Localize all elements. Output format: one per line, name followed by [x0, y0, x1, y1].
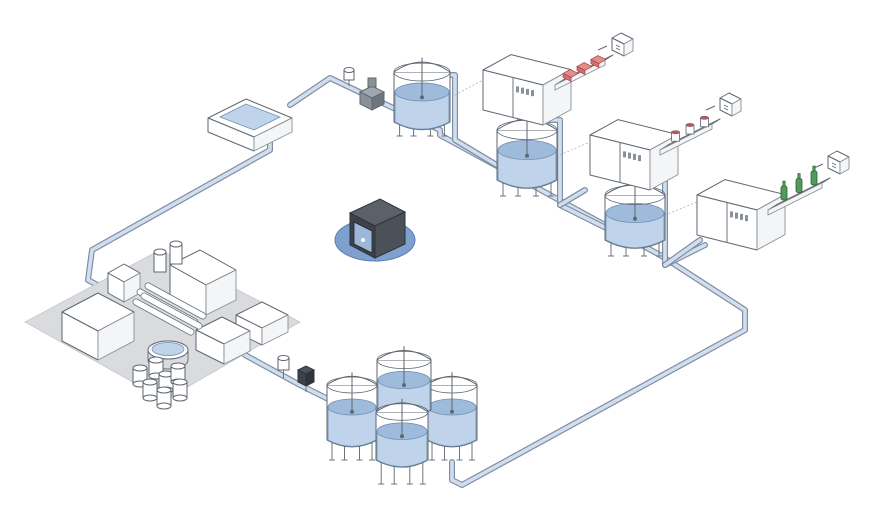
barrel	[156, 386, 172, 410]
storage-tank-d	[426, 372, 478, 461]
storage-tank-a	[326, 372, 378, 461]
pipe-segment-fill	[558, 188, 587, 207]
shipping-box-2	[705, 92, 742, 117]
pipe-segment-fill	[243, 353, 332, 402]
arrow-icon	[705, 105, 716, 111]
water-treatment-plant	[24, 240, 301, 410]
arrow-icon	[813, 163, 824, 169]
pipe-segment-fill	[663, 238, 702, 267]
shipping-box-1	[597, 32, 634, 57]
conveyor-bottles	[767, 165, 831, 216]
shipping-box-3	[813, 150, 850, 175]
conductivity-sensor-icon[interactable]	[277, 355, 290, 379]
barrel	[172, 378, 188, 402]
guide-line	[559, 141, 591, 156]
filling-machine-2	[589, 119, 679, 191]
guide-line	[454, 79, 484, 96]
filling-machine-3	[696, 179, 786, 251]
control-unit-display	[353, 221, 373, 254]
flow-sensor-icon[interactable]	[343, 67, 355, 87]
barrel	[142, 378, 158, 402]
filling-machine-1	[482, 54, 572, 126]
conveyor-cans	[659, 115, 721, 156]
membrane-filter-rack	[132, 282, 207, 336]
barrel	[158, 370, 174, 394]
tanks-layer	[326, 57, 666, 485]
barrel	[132, 364, 148, 388]
valve-icon[interactable]	[358, 77, 386, 111]
rooftop-reservoir	[207, 98, 293, 152]
treatment-building-2	[107, 263, 141, 303]
process-tank-3	[604, 179, 666, 257]
arrow-icon	[597, 45, 608, 51]
storage-tank-c	[375, 398, 429, 485]
guide-line	[664, 201, 698, 216]
bottle-icon	[780, 185, 788, 201]
bottle-icon	[795, 178, 803, 193]
treatment-building-5	[195, 316, 251, 365]
aeration-basin	[147, 340, 189, 370]
status-led-icon	[361, 238, 365, 242]
process-tank-2	[496, 114, 558, 197]
bottle-icon	[810, 170, 818, 186]
control-unit[interactable]	[334, 198, 416, 262]
analyzer-icon[interactable]	[296, 365, 316, 392]
treatment-building-1	[61, 292, 135, 361]
chemical-barrels	[132, 356, 188, 410]
conveyor-packages	[554, 54, 614, 91]
production-lines	[454, 32, 850, 251]
dosing-tanks	[153, 240, 183, 273]
treatment-building-3	[169, 249, 237, 316]
process-tank-1	[393, 57, 451, 137]
